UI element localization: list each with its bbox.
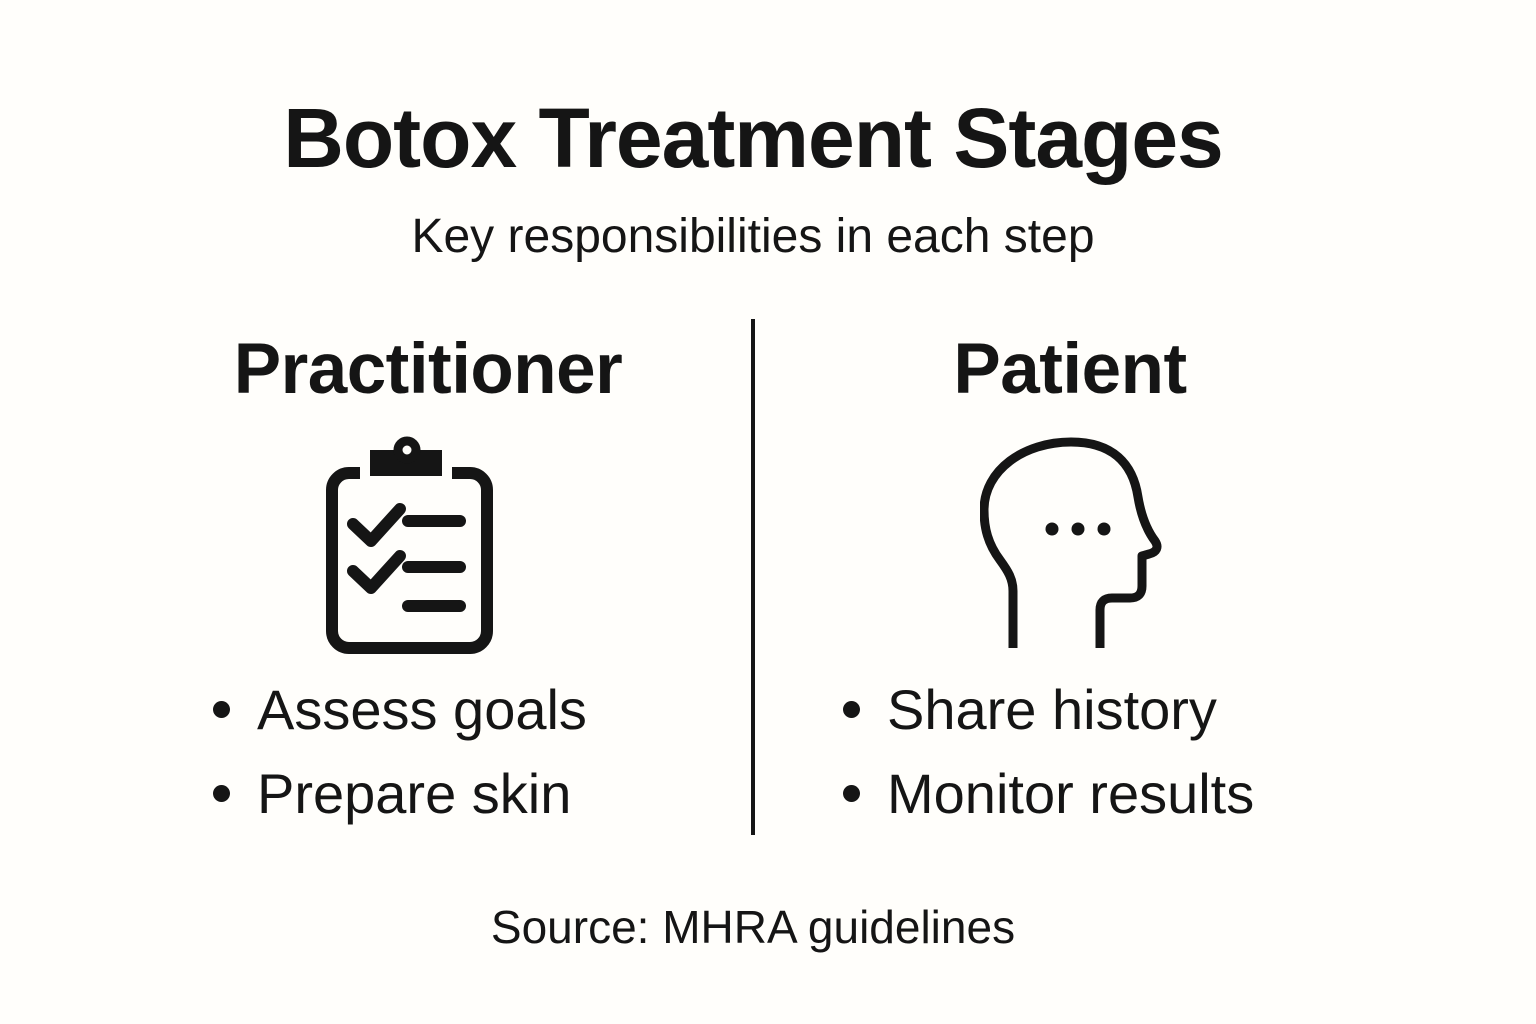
patient-heading: Patient <box>953 330 1187 409</box>
practitioner-bullet-list: Assess goals Prepare skin <box>213 667 587 835</box>
bullet-icon <box>213 700 230 718</box>
list-item: Prepare skin <box>213 751 587 835</box>
page-title: Botox Treatment Stages <box>283 91 1224 185</box>
clipboard-checklist-icon <box>326 436 493 654</box>
bullet-label: Share history <box>887 677 1217 741</box>
bullet-icon <box>843 784 860 802</box>
source-note: Source: MHRA guidelines <box>490 901 1016 953</box>
patient-bullet-list: Share history Monitor results <box>843 667 1254 835</box>
list-item: Monitor results <box>843 751 1254 835</box>
bullet-label: Assess goals <box>257 677 587 741</box>
bullet-icon <box>213 784 230 802</box>
bullet-label: Prepare skin <box>257 761 572 825</box>
bullet-label: Monitor results <box>887 761 1255 825</box>
head-profile-icon <box>980 437 1162 648</box>
page-subtitle: Key responsibilities in each step <box>411 210 1095 263</box>
bullet-icon <box>843 700 860 718</box>
column-divider <box>751 319 755 835</box>
list-item: Share history <box>843 667 1254 751</box>
practitioner-column: Practitioner Assess goals <box>105 0 751 1024</box>
practitioner-heading: Practitioner <box>233 330 623 409</box>
list-item: Assess goals <box>213 667 587 751</box>
patient-column: Patient Share history Monitor results <box>755 0 1385 1024</box>
